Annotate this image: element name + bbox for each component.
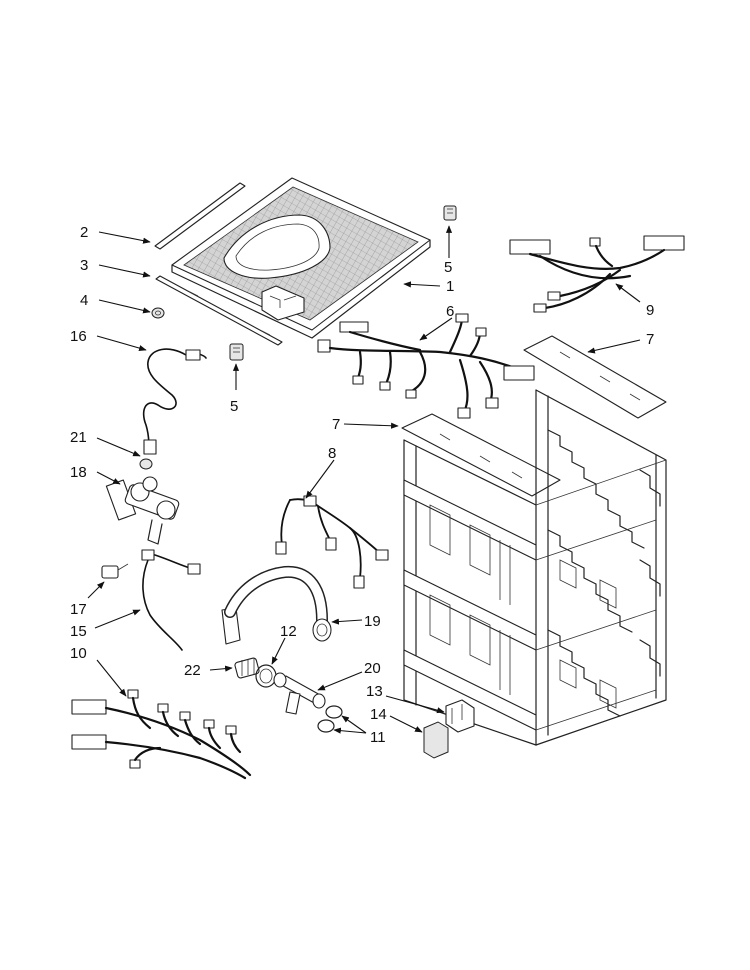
callout-6: 6 (446, 303, 454, 320)
bracket-part-7-lower (401, 413, 561, 497)
hose-part-16 (142, 348, 207, 455)
hose-part-15 (141, 549, 201, 651)
frame-structure (403, 389, 667, 746)
clamps-part-11 (317, 705, 343, 733)
bracket-part-7-upper (523, 335, 667, 419)
tee-fitting-part-20 (273, 672, 326, 715)
callout-10: 10 (70, 645, 87, 662)
base-pan (171, 177, 431, 339)
drain-hose-part-19 (221, 565, 332, 645)
leader-lines (87, 225, 641, 734)
callout-5-top: 5 (444, 259, 452, 276)
callout-2: 2 (80, 224, 88, 241)
fitting-part-21 (139, 458, 153, 470)
wire-harness-part-8 (275, 495, 389, 589)
callout-11: 11 (370, 729, 386, 746)
callout-19: 19 (364, 613, 381, 630)
valve-assembly-part-18 (105, 476, 180, 545)
callout-8: 8 (328, 445, 336, 462)
callout-20: 20 (364, 660, 381, 677)
callout-1: 1 (446, 278, 454, 295)
wire-harness-part-6 (317, 313, 535, 419)
bracket-part-13 (445, 699, 475, 733)
clip-part-5-lower (229, 343, 244, 361)
module-part-14 (423, 721, 449, 759)
callout-18: 18 (70, 464, 87, 481)
clip-part-17 (101, 563, 129, 579)
callout-7-lower: 7 (332, 416, 340, 433)
callout-7-upper: 7 (646, 331, 654, 348)
callout-14: 14 (370, 706, 387, 723)
callout-13: 13 (366, 683, 383, 700)
callout-4: 4 (80, 292, 88, 309)
clip-part-5-top (443, 205, 457, 221)
callout-9: 9 (646, 302, 654, 319)
callout-16: 16 (70, 328, 87, 345)
wire-harness-part-9 (509, 235, 685, 313)
wire-harness-part-10 (71, 689, 252, 780)
callout-5-lower: 5 (230, 398, 238, 415)
rail-part-3 (155, 275, 283, 346)
callout-17: 17 (70, 601, 87, 618)
clamp-part-12 (255, 664, 277, 688)
callout-21: 21 (70, 429, 87, 446)
callout-15: 15 (70, 623, 87, 640)
callout-22: 22 (184, 662, 201, 679)
rail-part-2 (154, 182, 246, 250)
grommet-part-4 (151, 307, 165, 319)
callout-labels: 2 3 4 16 21 18 17 15 10 5 5 1 6 9 7 7 8 … (70, 224, 654, 746)
coupler-part-22 (234, 657, 260, 679)
callout-12: 12 (280, 623, 297, 640)
callout-3: 3 (80, 257, 88, 274)
